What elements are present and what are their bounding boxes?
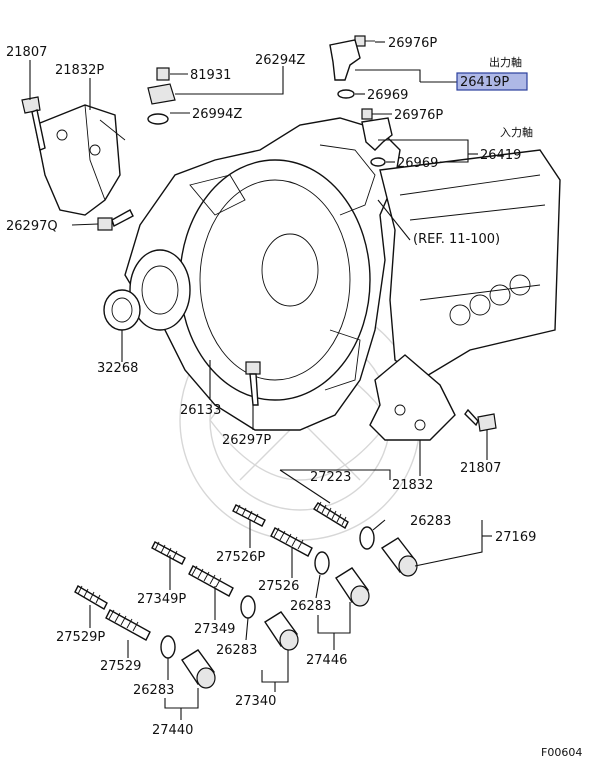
label-27169: 27169 bbox=[495, 530, 536, 545]
label-21832P: 21832P bbox=[55, 63, 104, 78]
label-21832: 21832 bbox=[392, 478, 433, 493]
label-26283-d: 26283 bbox=[133, 683, 174, 698]
label-27446: 27446 bbox=[306, 653, 347, 668]
label-27223: 27223 bbox=[310, 470, 351, 485]
spring-27349 bbox=[188, 565, 234, 597]
label-21807-top: 21807 bbox=[6, 45, 47, 60]
leader-lines bbox=[29, 41, 492, 720]
piston-27340 bbox=[264, 611, 299, 651]
label-26294Z: 26294Z bbox=[255, 53, 305, 68]
piston-27169 bbox=[380, 537, 418, 577]
label-27349: 27349 bbox=[194, 622, 235, 637]
spring-27526P bbox=[232, 504, 266, 527]
label-26969-mid: 26969 bbox=[397, 156, 438, 171]
spring-27526 bbox=[270, 527, 313, 557]
sensor-26419P bbox=[329, 39, 361, 81]
oring-26283-b bbox=[314, 551, 330, 575]
oring-26283-a bbox=[359, 526, 375, 550]
label-26976P-mid: 26976P bbox=[394, 108, 443, 123]
spring-27529P bbox=[74, 585, 108, 610]
label-ref: (REF. 11-100) bbox=[413, 232, 500, 247]
label-27529P: 27529P bbox=[56, 630, 105, 645]
bolt-26976P-top bbox=[354, 35, 375, 47]
oring-26283-d bbox=[160, 635, 176, 659]
figure-code: F00604 bbox=[541, 746, 582, 759]
bolt-26297P bbox=[245, 361, 261, 406]
label-27349P: 27349P bbox=[137, 592, 186, 607]
label-27440: 27440 bbox=[152, 723, 193, 738]
bolt-26976P-mid bbox=[361, 108, 373, 120]
piston-27440 bbox=[181, 649, 216, 689]
label-input-shaft: 入力軸 bbox=[500, 125, 533, 139]
label-26994Z: 26994Z bbox=[192, 107, 242, 122]
label-32268: 32268 bbox=[97, 361, 138, 376]
spring-27349P bbox=[151, 541, 186, 565]
piston-27446 bbox=[335, 567, 370, 607]
bolt-21807-top bbox=[21, 96, 46, 151]
highlight-26419P bbox=[456, 72, 528, 91]
oring-26969-mid bbox=[370, 157, 386, 167]
part-labels: 21807 21832P 26297Q 81931 26294Z 26994Z … bbox=[6, 36, 582, 759]
oring-26969-top bbox=[337, 89, 355, 99]
label-26283-a: 26283 bbox=[410, 514, 451, 529]
oring-26283-c bbox=[240, 595, 256, 619]
label-81931: 81931 bbox=[190, 68, 231, 83]
oring-26994Z bbox=[147, 113, 169, 125]
bolt-21807-right bbox=[464, 408, 497, 432]
label-26297Q: 26297Q bbox=[6, 219, 58, 234]
sensor-26419 bbox=[361, 117, 393, 151]
label-26283-b: 26283 bbox=[290, 599, 331, 614]
oil-seal-32268 bbox=[103, 289, 141, 331]
bolt-26297Q bbox=[97, 209, 134, 231]
label-26419P: 26419P bbox=[460, 75, 509, 90]
label-26283-c: 26283 bbox=[216, 643, 257, 658]
valve-body bbox=[379, 149, 561, 381]
plug-26294Z bbox=[147, 83, 176, 105]
label-27526P: 27526P bbox=[216, 550, 265, 565]
transmission-case bbox=[124, 117, 401, 431]
label-26419: 26419 bbox=[480, 148, 521, 163]
spring-27223 bbox=[313, 501, 349, 529]
spring-27529 bbox=[105, 609, 151, 641]
label-27529: 27529 bbox=[100, 659, 141, 674]
bracket-21832 bbox=[369, 354, 456, 441]
label-27526: 27526 bbox=[258, 579, 299, 594]
bracket-21832P bbox=[34, 104, 126, 216]
label-26969-top: 26969 bbox=[367, 88, 408, 103]
label-26133: 26133 bbox=[180, 403, 221, 418]
label-21807-right: 21807 bbox=[460, 461, 501, 476]
plug-81931 bbox=[156, 67, 170, 81]
label-27340: 27340 bbox=[235, 694, 276, 709]
label-26297P: 26297P bbox=[222, 433, 271, 448]
label-output-shaft: 出力軸 bbox=[489, 55, 522, 69]
label-26976P-top: 26976P bbox=[388, 36, 437, 51]
